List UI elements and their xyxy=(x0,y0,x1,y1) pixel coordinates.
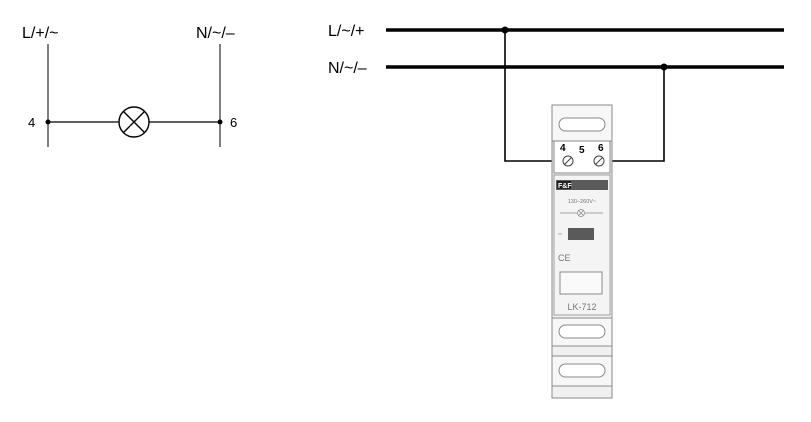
lamp-icon xyxy=(118,106,150,138)
indicator-window xyxy=(568,228,594,240)
voltage-label: 130–260V~ xyxy=(568,199,596,205)
neutral-label: N/~/– xyxy=(328,60,367,77)
supply-right-label: N/~/– xyxy=(196,25,235,42)
device-terminal-6: 6 xyxy=(598,143,604,154)
terminal-4-dot xyxy=(45,119,51,125)
line-feed-wire xyxy=(504,30,568,162)
top-slot xyxy=(558,117,606,132)
terminal-6-dot xyxy=(217,119,223,125)
screw-terminal-icon xyxy=(593,155,605,167)
brand-logo: F&F xyxy=(558,183,572,190)
terminal-left-label: 4 xyxy=(28,115,35,130)
screw-terminal-icon xyxy=(562,155,574,167)
supply-left-label: L/+/~ xyxy=(22,25,58,42)
line-junction-dot xyxy=(501,26,509,34)
neutral-feed-wire xyxy=(599,67,665,162)
terminal-right-label: 6 xyxy=(230,115,237,130)
lower-slot-2 xyxy=(558,363,606,378)
neutral-junction-dot xyxy=(660,63,668,71)
device-terminal-5: 5 xyxy=(579,145,585,156)
brand-strip xyxy=(556,180,608,190)
label-window xyxy=(559,271,603,295)
brand-box xyxy=(557,181,571,189)
bus-lines: L/~/+ N/~/– xyxy=(328,23,784,162)
lamp-circuit: L/+/~ N/~/– 4 6 xyxy=(22,25,237,147)
mini-schematic xyxy=(560,209,603,217)
device-terminal-4: 4 xyxy=(560,143,566,154)
model-label: LK-712 xyxy=(567,302,596,312)
line-label: L/~/+ xyxy=(328,23,364,40)
lower-slot-1 xyxy=(558,324,606,339)
din-device: 4 5 6 F&F 130–260V~ CE xyxy=(551,104,613,399)
ce-mark: CE xyxy=(558,253,571,263)
